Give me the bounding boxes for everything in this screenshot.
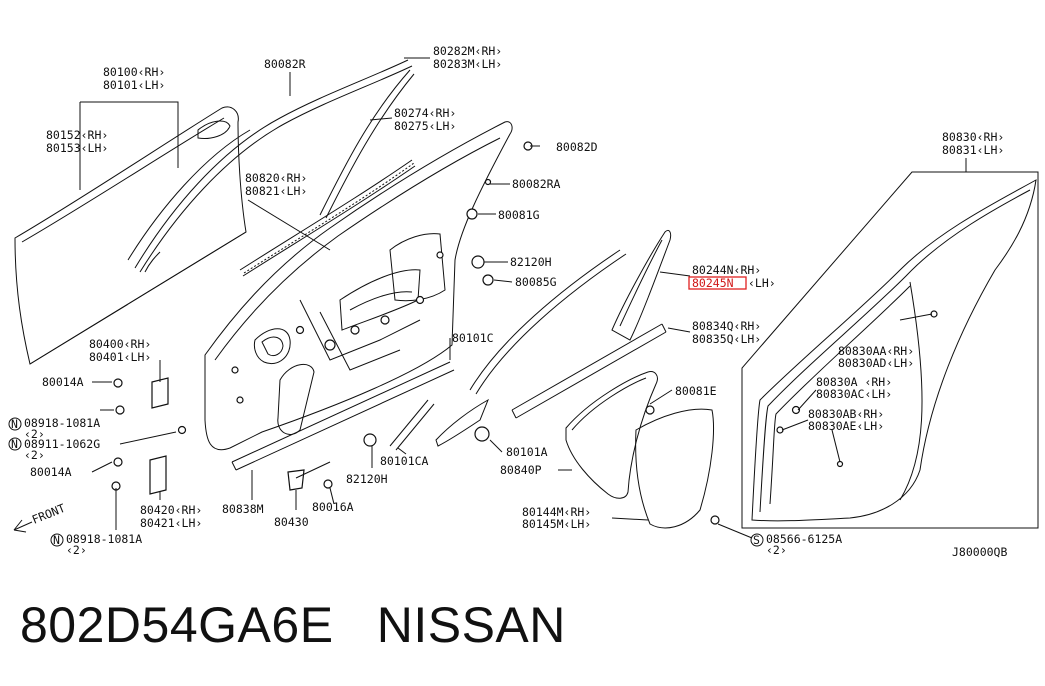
label-80838M: 80838M [222,502,264,516]
diagram-code: J80000QB [952,545,1007,559]
label-80245N-lh: ‹LH› [748,276,776,290]
label-80830A: 80830A ‹RH› [816,375,892,389]
label-80101A: 80101A [506,445,548,459]
label-80430: 80430 [274,515,309,529]
trim-pad [635,405,720,529]
weatherstrip-inset [741,171,1039,529]
rear-sash-garnish [611,229,672,341]
label-80082R: 80082R [264,57,306,71]
label-80145M: 80145M‹LH› [522,517,591,531]
label-08566: 08566-6125A [766,532,842,546]
label-80401: 80401‹LH› [89,350,151,364]
part-number-title: 802D54GA6E NISSAN [20,597,566,653]
door-check-link [287,461,333,491]
label-80400: 80400‹RH› [89,337,151,351]
door-outer-panel [14,106,247,365]
label-80830: 80830‹RH› [942,130,1004,144]
label-80081G: 80081G [498,208,540,222]
label-80830AD: 80830AD‹LH› [838,356,914,370]
label-08918-bot: 08918-1081A [66,532,142,546]
sealing-screen [565,371,658,499]
door-inner-panel [204,121,513,451]
label-80081E: 80081E [675,384,717,398]
label-80420: 80420‹RH› [140,503,202,517]
leader-lines [79,57,967,539]
label-80830AC: 80830AC‹LH› [816,387,892,401]
label-80016A: 80016A [312,500,354,514]
label-80082RA: 80082RA [512,177,561,191]
label-08566-qty: ‹2› [766,543,787,557]
label-80830AE: 80830AE‹LH› [808,419,884,433]
label-80144M: 80144M‹RH› [522,505,591,519]
label-front: FRONT [30,501,67,527]
label-80152: 80152‹RH› [46,128,108,142]
label-80274: 80274‹RH› [394,106,456,120]
door-hinges [111,377,187,495]
label-80014A-top: 80014A [42,375,84,389]
inner-weatherstrip [239,159,416,277]
label-80282M: 80282M‹RH› [433,44,502,58]
label-80101CA: 80101CA [380,454,429,468]
label-82120H-bot: 82120H [346,472,388,486]
label-80085G: 80085G [515,275,557,289]
label-80821: 80821‹LH› [245,184,307,198]
n-symbol-3: N [53,533,60,547]
label-08911: 08911-1062G [24,437,100,451]
front-arrow-icon [13,519,33,533]
label-80421: 80421‹LH› [140,516,202,530]
label-80101C: 80101C [452,331,494,345]
label-80082D: 80082D [556,140,598,154]
label-80244N: 80244N‹RH› [692,263,761,277]
part-labels: 80100‹RH› 80101‹LH› 80082R 80282M‹RH› 80… [11,44,1007,559]
label-80101: 80101‹LH› [103,78,165,92]
label-08918-top: 08918-1081A [24,416,100,430]
label-80153: 80153‹LH› [46,141,108,155]
label-80100: 80100‹RH› [103,65,165,79]
label-80835Q: 80835Q‹LH› [692,332,761,346]
window-sash-moulding [127,59,415,273]
label-80820: 80820‹RH› [245,171,307,185]
label-80831: 80831‹LH› [942,143,1004,157]
clips-grommets [363,141,533,447]
highlight-box [688,276,747,290]
label-80014A-bot: 80014A [30,465,72,479]
s-symbol: S [753,533,760,547]
label-80830AA: 80830AA‹RH› [838,344,914,358]
label-08918-top-qty: ‹2› [24,427,45,441]
label-82120H-top: 82120H [510,255,552,269]
label-80834Q: 80834Q‹RH› [692,319,761,333]
label-80275: 80275‹LH› [394,119,456,133]
label-80283M: 80283M‹LH› [433,57,502,71]
bolt-type-symbols [8,417,764,547]
label-80245N-highlighted: 80245N [692,276,734,290]
belt-weatherstrip-outer [511,323,667,419]
label-08918-bot-qty: ‹2› [66,543,87,557]
label-80840P: 80840P [500,463,542,477]
label-08911-qty: ‹2› [24,448,45,462]
n-symbol-1: N [11,417,18,431]
glass-run-channel [435,249,627,447]
n-symbol-2: N [11,437,18,451]
label-80830AB: 80830AB‹RH› [808,407,884,421]
door-sill-strips [231,361,455,471]
